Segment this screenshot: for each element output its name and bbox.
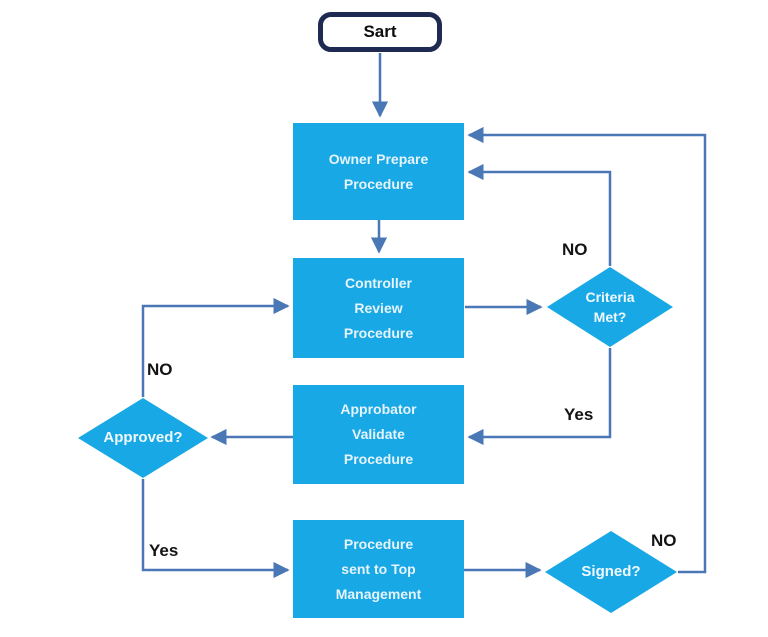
node-label-line: Review: [354, 299, 403, 316]
node-controller-review-procedure: Controller Review Procedure: [293, 258, 464, 358]
edge-approved-no-to-controller: [141, 297, 290, 397]
node-label-line: Procedure: [343, 451, 414, 467]
node-label-line: Approbator: [340, 401, 417, 417]
node-label-line: Validate: [352, 426, 405, 442]
node-owner-prepare-procedure: Owner Prepare Procedure: [293, 123, 464, 220]
edge-label-approved-no: NO: [147, 360, 173, 379]
node-label-line: Signed?: [581, 563, 641, 580]
node-label-line: Procedure: [343, 324, 414, 341]
node-label-line: Criteria: [585, 289, 635, 305]
node-procedure-sent-to-top-management: Procedure sent to Top Management: [293, 520, 464, 618]
node-label-line: Controller: [345, 274, 412, 291]
node-label-line: Approved?: [103, 429, 183, 446]
edge-label-criteria-yes: Yes: [564, 405, 594, 424]
node-label-line: sent to Top: [341, 560, 416, 577]
node-start: Sart: [318, 12, 442, 52]
node-approbator-validate-procedure: Approbator Validate Procedure: [293, 385, 464, 484]
node-label-line: Met?: [593, 309, 627, 325]
edge-label-signed-no: NO: [651, 531, 677, 550]
edge-signed-no-to-owner: [467, 126, 707, 574]
edge-criteria-no-to-owner: [467, 163, 612, 266]
node-label-line: Management: [335, 585, 422, 602]
node-label-line: Owner Prepare: [328, 150, 429, 167]
node-start-label: Sart: [363, 22, 397, 41]
edge-label-approved-yes: Yes: [149, 541, 179, 560]
edge-approved-yes-to-procedure: [141, 479, 290, 579]
node-label-line: Procedure: [343, 535, 414, 552]
edge-label-criteria-no: NO: [562, 240, 588, 259]
edge-criteria-yes-to-approbator: [467, 348, 612, 446]
node-label-line: Procedure: [343, 175, 414, 192]
